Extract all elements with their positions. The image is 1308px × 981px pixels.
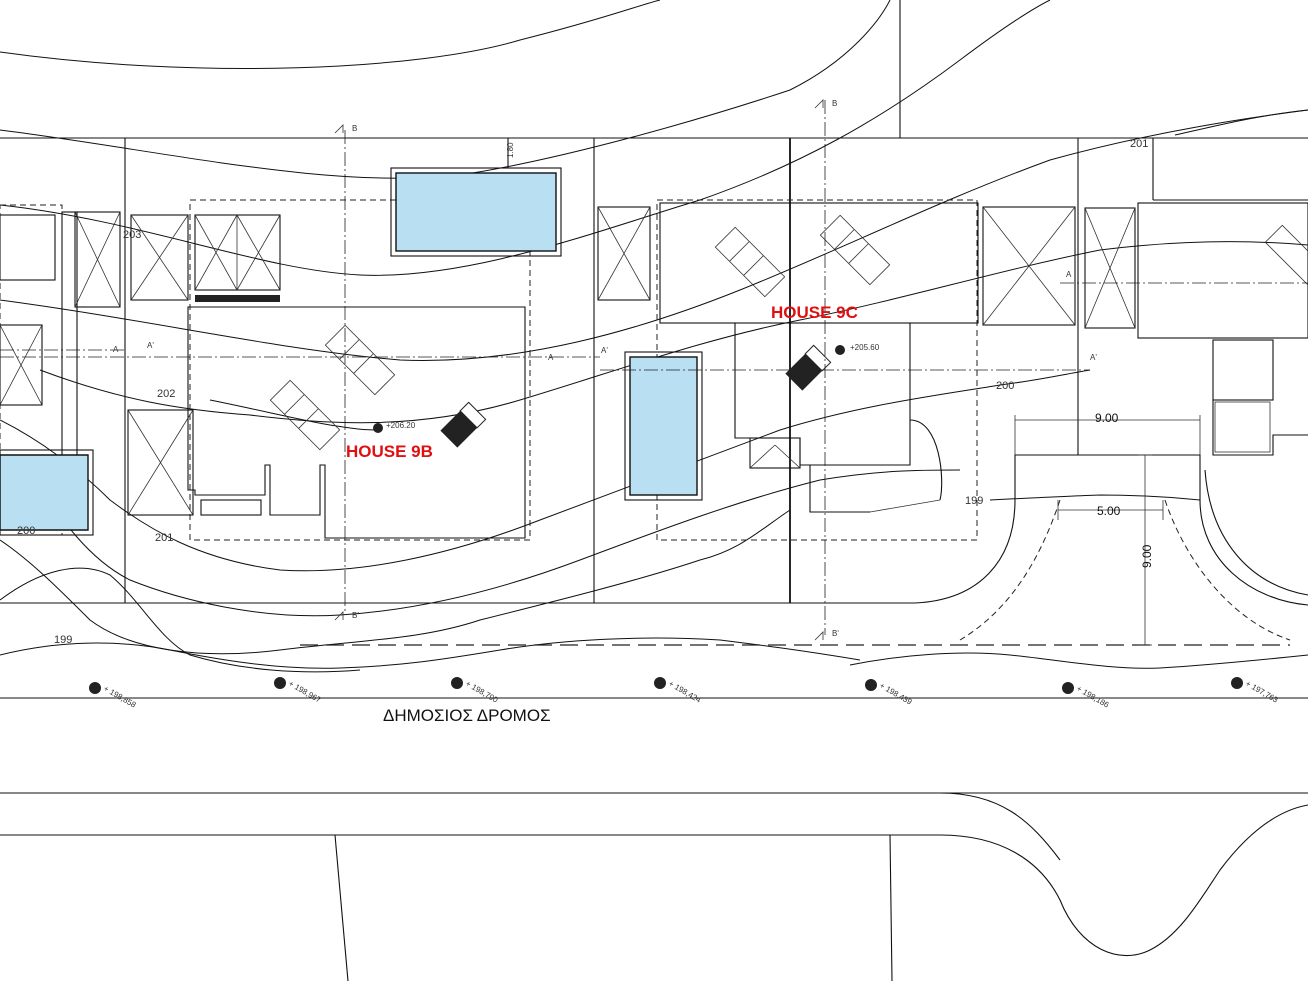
section-b-top: B <box>832 99 837 108</box>
contour-label-201: 201 <box>155 532 173 544</box>
section-lines <box>0 99 1308 641</box>
road-label: ΔΗΜΟΣΙΟΣ ΔΡΟΜΟΣ <box>383 706 551 725</box>
spot-level: + 198,790 <box>464 679 500 705</box>
dimension-lines <box>1014 415 1201 646</box>
spot-level: + 198,967 <box>287 679 323 705</box>
level-9c: +205.60 <box>850 343 880 352</box>
section-a-left: A <box>548 353 554 362</box>
house-right-partial <box>1084 202 1308 456</box>
section-a-right: A' <box>1090 353 1097 362</box>
spot-level: + 198,186 <box>1075 684 1111 710</box>
section-b-top: B <box>352 124 357 133</box>
contour-label-201: 201 <box>1130 138 1148 150</box>
house-9c-plan <box>597 199 1076 541</box>
public-road <box>0 697 1308 981</box>
plot-boundaries <box>0 0 1308 646</box>
contour-label-203: 203 <box>123 229 141 241</box>
house-9c-label: HOUSE 9C <box>771 303 858 322</box>
contour-label-200: 200 <box>17 525 35 537</box>
section-a-right: A' <box>601 346 608 355</box>
house-left-partial <box>0 204 121 536</box>
contour-label-199: 199 <box>965 495 983 507</box>
contour-label-199: 199 <box>54 634 72 646</box>
level-markers <box>89 345 1243 694</box>
section-b-bottom: B' <box>352 611 359 620</box>
spot-level: + 198,424 <box>667 679 703 705</box>
house-9b-plan <box>127 138 562 541</box>
dimension-pool-gap: 1.80 <box>506 142 515 158</box>
level-9b: +206.20 <box>386 421 416 430</box>
contour-label-200: 200 <box>996 380 1014 392</box>
contour-label-202: 202 <box>157 388 175 400</box>
spot-level: + 198,439 <box>878 681 914 707</box>
section-a-right: A' <box>147 341 154 350</box>
house-9b-label: HOUSE 9B <box>346 442 433 461</box>
dimension-9-horizontal: 9.00 <box>1095 411 1119 425</box>
section-a-left: A <box>1066 270 1072 279</box>
spot-level: + 198,858 <box>102 684 138 710</box>
dimension-9-vertical: 9.00 <box>1140 544 1154 568</box>
section-b-bottom: B' <box>832 629 839 638</box>
section-a-left: A <box>113 345 119 354</box>
spot-level: + 197,763 <box>1244 679 1280 705</box>
contour-lines <box>0 0 1308 673</box>
dimension-5: 5.00 <box>1097 504 1121 518</box>
